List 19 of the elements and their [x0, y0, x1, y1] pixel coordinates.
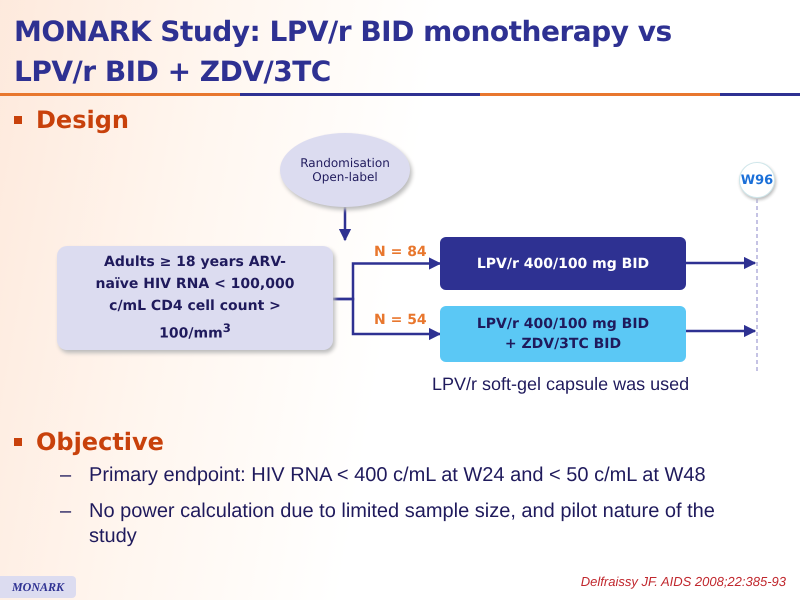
- timepoint-circle: W96: [739, 162, 775, 198]
- treatment-box: LPV/r 400/100 mg BID: [440, 237, 686, 290]
- arrow: [686, 256, 756, 270]
- study-tag: MONARK: [0, 576, 76, 598]
- arrow: [338, 207, 352, 242]
- bullet-text: No power calculation due to limited sample size, and pilot nature of the study: [89, 499, 716, 549]
- slide-title: MONARK Study: LPV/r BID monotherapy vs LPV/r BID + ZDV/3TC: [14, 14, 673, 90]
- treatment-box: LPV/r 400/100 mg BID + ZDV/3TC BID: [440, 306, 686, 362]
- arrow: [686, 324, 756, 338]
- arrow: [333, 298, 442, 340]
- bullet-text: Primary endpoint: HIV RNA < 400 c/mL at W24 and < 50 c/mL at W48: [89, 463, 706, 488]
- section-heading: Design: [36, 106, 129, 134]
- bullet-dash: –: [60, 499, 71, 524]
- bullet-dash: –: [60, 463, 71, 488]
- note: LPV/r soft-gel capsule was used: [432, 374, 690, 395]
- randomisation-ellipse: Randomisation Open-label: [280, 133, 410, 207]
- section-heading: Objective: [36, 428, 164, 456]
- citation: Delfraissy JF. AIDS 2008;22:385-93: [580, 574, 786, 589]
- population-box: Adults ≥ 18 years ARV-naïve HIV RNA < 100,000 c/mL CD4 cell count > 100/mm$^{3}$: [57, 246, 333, 350]
